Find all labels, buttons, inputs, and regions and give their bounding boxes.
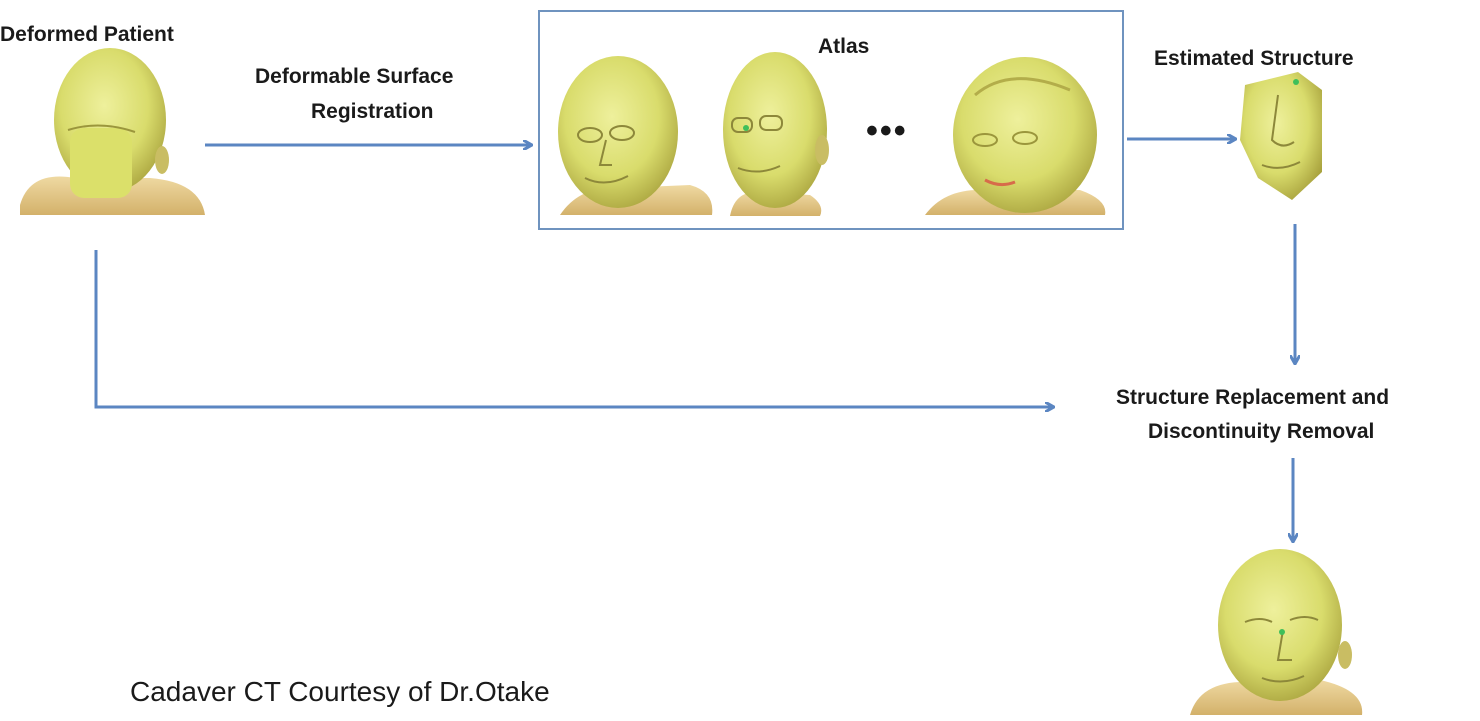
estimated-structure-patch (1240, 72, 1322, 200)
atlas-head-2 (723, 52, 829, 216)
result-head (1190, 549, 1362, 715)
arrow-patient-to-replacement (96, 250, 1052, 407)
deformed-patient-head (20, 48, 205, 215)
atlas-head-1 (558, 56, 712, 215)
atlas-head-3 (925, 57, 1105, 215)
